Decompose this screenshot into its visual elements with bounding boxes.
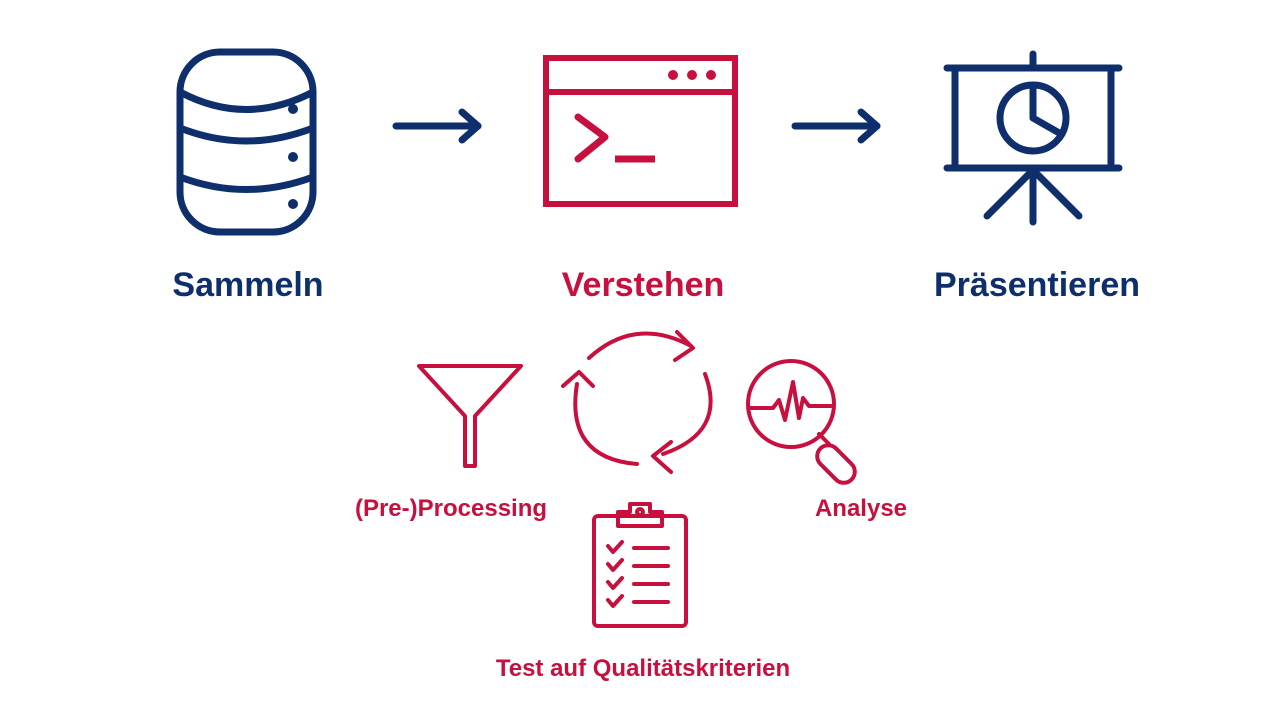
database-icon [170,42,320,242]
arrow-right-icon [392,108,487,144]
presentation-board-icon [943,50,1128,230]
cycle-arrows-icon [555,322,730,482]
cycle-label-analyse: Analyse [814,495,908,522]
magnifier-pulse-icon [745,358,875,485]
step-label-praesentieren: Präsentieren [934,266,1140,304]
cycle-label-test: Test auf Qualitätskriterien [495,655,791,682]
terminal-window-icon [543,55,738,207]
step-label-verstehen: Verstehen [561,266,725,304]
arrow-right-icon [791,108,886,144]
step-label-sammeln: Sammeln [172,266,324,304]
funnel-icon [415,362,527,472]
cycle-label-preprocessing: (Pre-)Processing [354,495,548,522]
checklist-clipboard-icon [590,500,690,630]
